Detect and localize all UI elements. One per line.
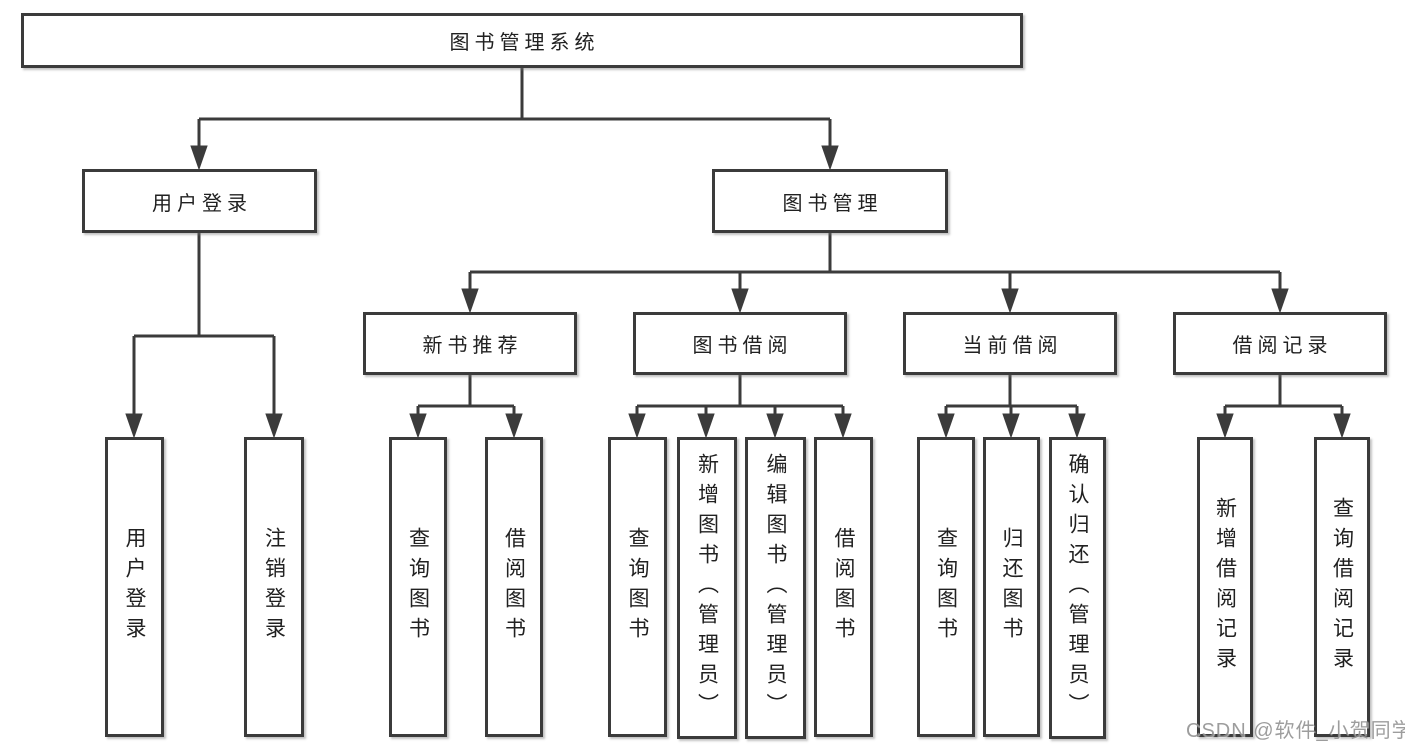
node-label: 注销登录 bbox=[262, 527, 286, 647]
node-label: 新增图书（管理员） bbox=[695, 453, 719, 723]
node-label: 归还图书 bbox=[1000, 527, 1023, 647]
node-label: 用户登录 bbox=[123, 527, 146, 647]
csdn-watermark: CSDN @软件_小贺同学 bbox=[1186, 720, 1405, 742]
node-label: 图书管理系统 bbox=[449, 32, 600, 54]
node-label: 确认归还（管理员） bbox=[1066, 453, 1089, 723]
node-label: 查询图书 bbox=[406, 527, 430, 647]
node-add-book-admin: 新增图书（管理员） bbox=[677, 437, 737, 739]
node-label: 用户登录 bbox=[152, 192, 252, 215]
node-search-books-2: 查询图书 bbox=[608, 437, 667, 737]
node-label: 图书管理 bbox=[782, 192, 883, 215]
node-label: 借阅图书 bbox=[832, 527, 855, 647]
node-confirm-return-admin: 确认归还（管理员） bbox=[1049, 437, 1106, 739]
node-library-management-system: 图书管理系统 bbox=[21, 13, 1023, 68]
node-book-management: 图书管理 bbox=[712, 169, 948, 233]
node-borrow-books-2: 借阅图书 bbox=[814, 437, 873, 737]
node-label: 查询借阅记录 bbox=[1330, 497, 1354, 677]
node-return-book: 归还图书 bbox=[983, 437, 1040, 737]
node-current-borrow: 当前借阅 bbox=[903, 312, 1117, 375]
node-label: 借阅记录 bbox=[1232, 335, 1333, 357]
node-edit-book-admin: 编辑图书（管理员） bbox=[745, 437, 806, 739]
node-borrow-books-1: 借阅图书 bbox=[485, 437, 543, 737]
node-label: 查询图书 bbox=[934, 527, 958, 647]
node-label: 当前借阅 bbox=[962, 335, 1063, 357]
node-search-books-1: 查询图书 bbox=[389, 437, 447, 737]
node-label: 新书推荐 bbox=[422, 335, 523, 357]
node-logout-login: 注销登录 bbox=[244, 437, 304, 737]
node-search-borrow-record: 查询借阅记录 bbox=[1314, 437, 1370, 737]
node-new-book-recommend: 新书推荐 bbox=[363, 312, 577, 375]
node-borrow-records: 借阅记录 bbox=[1173, 312, 1387, 375]
node-label: 新增借阅记录 bbox=[1213, 497, 1237, 677]
node-label: 查询图书 bbox=[626, 527, 649, 647]
node-user-login: 用户登录 bbox=[105, 437, 164, 737]
node-add-borrow-record: 新增借阅记录 bbox=[1197, 437, 1253, 737]
node-label: 编辑图书（管理员） bbox=[764, 453, 787, 723]
node-label: 图书借阅 bbox=[692, 335, 793, 357]
node-label: 借阅图书 bbox=[502, 527, 526, 647]
node-search-books-3: 查询图书 bbox=[917, 437, 975, 737]
node-user-login-group: 用户登录 bbox=[82, 169, 317, 233]
node-book-borrow: 图书借阅 bbox=[633, 312, 847, 375]
